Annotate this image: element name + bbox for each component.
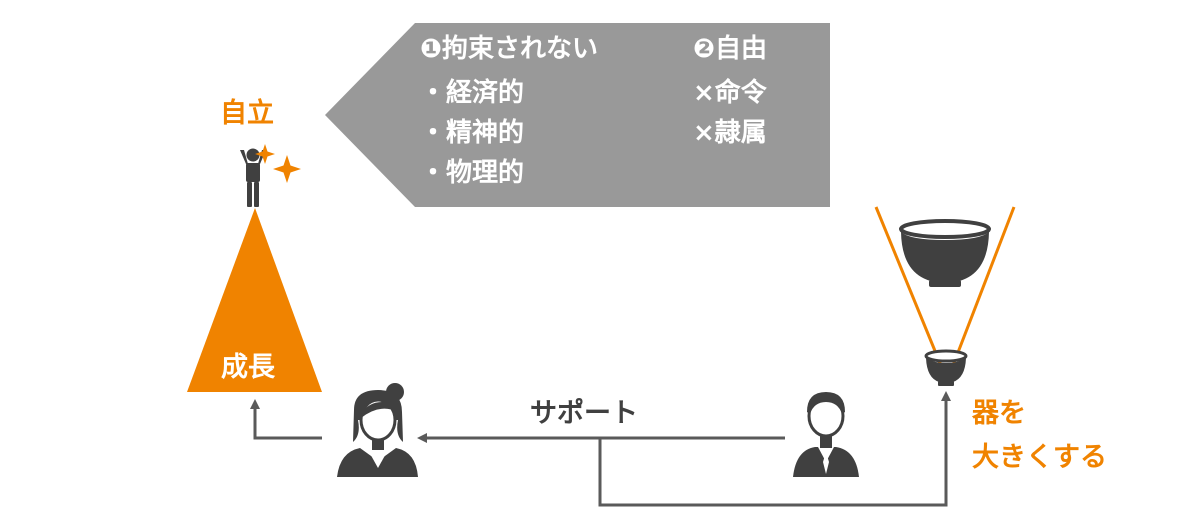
businessman-icon (793, 392, 859, 477)
sparkle-icon (255, 144, 301, 183)
support-label: サポート (530, 398, 638, 429)
callout-item-economic: ・経済的 (420, 78, 525, 108)
callout-item-no-servitude: ×隷属 (693, 118, 767, 148)
businesswoman-icon (337, 383, 418, 477)
person-arms-raised-icon (240, 148, 266, 207)
independence-label: 自立 (220, 98, 274, 129)
callout-item-unrestrained: ❶拘束されない (420, 34, 599, 64)
callout-item-no-orders: ×命令 (693, 78, 767, 108)
bowl-large-icon (899, 219, 991, 287)
callout-box (325, 23, 830, 207)
funnel-lines (874, 206, 1016, 369)
bowl-small-icon (924, 349, 968, 386)
growth-triangle (187, 208, 322, 392)
woman-to-growth-arrow (250, 399, 322, 440)
enlarge-vessel-label-line1: 器を (972, 398, 1026, 429)
growth-label: 成長 (221, 352, 275, 383)
callout-item-mental: ・精神的 (420, 118, 525, 148)
enlarge-vessel-label-line2: 大きくする (972, 442, 1107, 473)
support-to-vessel-arrow (598, 391, 951, 507)
callout-item-freedom: ❷自由 (693, 34, 768, 64)
callout-item-physical: ・物理的 (420, 158, 525, 188)
